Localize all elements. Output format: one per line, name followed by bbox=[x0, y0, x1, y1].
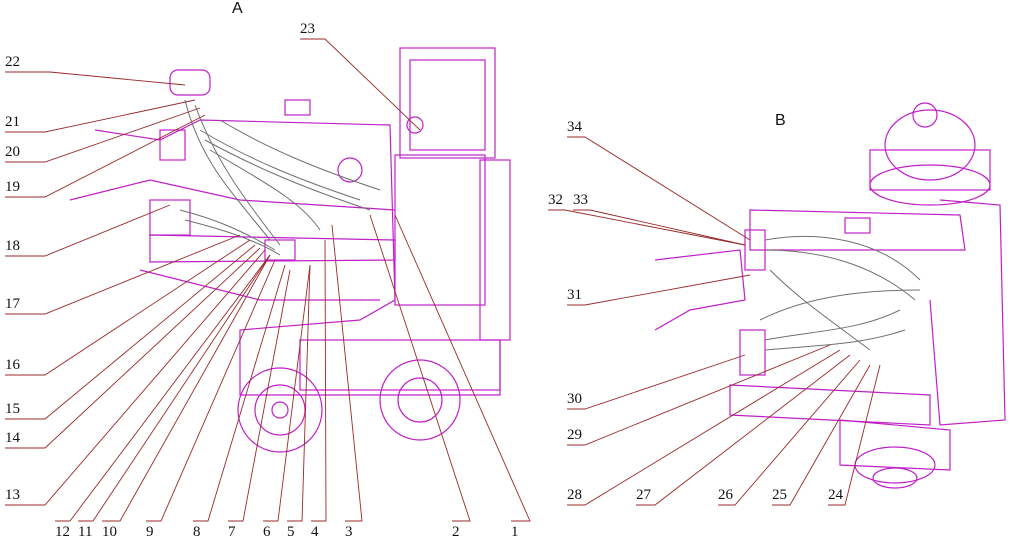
leader-line-30 bbox=[567, 354, 746, 410]
leader-line-34 bbox=[567, 136, 751, 241]
callout-label-23: 23 bbox=[300, 21, 315, 37]
leader-line-21 bbox=[5, 99, 196, 133]
callout-label-3: 3 bbox=[345, 524, 353, 540]
callout-label-30: 30 bbox=[567, 391, 582, 407]
callout-label-16: 16 bbox=[5, 357, 20, 373]
leader-line-9 bbox=[146, 259, 276, 522]
hoses-view-a bbox=[179, 99, 381, 256]
callout-label-4: 4 bbox=[311, 524, 319, 540]
callout-label-2: 2 bbox=[452, 524, 460, 540]
machine-view-a bbox=[69, 47, 511, 453]
leader-line-31 bbox=[567, 274, 751, 306]
leader-line-22 bbox=[5, 71, 186, 86]
leader-line-13 bbox=[5, 249, 266, 506]
callout-label-29: 29 bbox=[567, 427, 582, 443]
callout-label-33: 33 bbox=[573, 192, 588, 208]
callout-label-19: 19 bbox=[5, 179, 20, 195]
leader-line-11 bbox=[78, 254, 271, 522]
callout-label-17: 17 bbox=[5, 296, 20, 312]
view-label-a: A bbox=[232, 0, 243, 17]
callout-label-32: 32 bbox=[548, 192, 563, 208]
callout-label-26: 26 bbox=[718, 487, 733, 503]
hoses-view-b bbox=[759, 235, 921, 351]
leader-line-18 bbox=[5, 204, 171, 257]
leader-line-8 bbox=[193, 264, 286, 522]
callout-label-11: 11 bbox=[78, 524, 93, 540]
leader-line-16 bbox=[5, 239, 251, 376]
leader-line-33 bbox=[573, 209, 746, 246]
leader-line-20 bbox=[5, 107, 201, 163]
leader-line-1 bbox=[394, 214, 531, 522]
callout-label-22: 22 bbox=[5, 54, 20, 70]
leader-line-29 bbox=[567, 344, 831, 446]
callout-label-13: 13 bbox=[5, 487, 20, 503]
leader-line-19 bbox=[5, 114, 206, 198]
callout-label-18: 18 bbox=[5, 238, 20, 254]
callout-label-1: 1 bbox=[511, 524, 519, 540]
leader-line-7 bbox=[228, 269, 291, 522]
callout-label-7: 7 bbox=[228, 524, 236, 540]
leader-line-28 bbox=[567, 349, 841, 506]
callout-label-15: 15 bbox=[5, 401, 20, 417]
leader-line-15 bbox=[5, 244, 256, 420]
callout-label-24: 24 bbox=[828, 487, 843, 503]
leader-line-10 bbox=[102, 254, 271, 522]
leader-line-2 bbox=[369, 214, 471, 522]
leader-line-25 bbox=[772, 364, 871, 506]
leader-line-26 bbox=[718, 359, 861, 506]
callout-label-25: 25 bbox=[772, 487, 787, 503]
callout-label-34: 34 bbox=[567, 119, 582, 135]
leader-line-27 bbox=[636, 354, 851, 506]
callout-label-31: 31 bbox=[567, 287, 582, 303]
view-label-b: B bbox=[775, 112, 786, 129]
leader-line-4 bbox=[311, 239, 327, 522]
callout-label-10: 10 bbox=[102, 524, 117, 540]
leader-line-23 bbox=[300, 38, 421, 131]
callout-label-5: 5 bbox=[287, 524, 295, 540]
leader-lines bbox=[5, 38, 881, 522]
callout-label-6: 6 bbox=[263, 524, 271, 540]
callout-label-9: 9 bbox=[146, 524, 154, 540]
leader-line-12 bbox=[55, 254, 271, 522]
callout-label-12: 12 bbox=[55, 524, 70, 540]
leader-line-17 bbox=[5, 234, 241, 315]
callout-label-20: 20 bbox=[5, 144, 20, 160]
leader-line-32 bbox=[548, 209, 746, 246]
leader-line-5 bbox=[287, 264, 311, 522]
callout-label-27: 27 bbox=[636, 487, 651, 503]
leader-line-14 bbox=[5, 247, 261, 449]
leader-line-24 bbox=[828, 364, 881, 506]
callout-label-14: 14 bbox=[5, 430, 20, 446]
leader-line-6 bbox=[263, 264, 311, 522]
callout-label-21: 21 bbox=[5, 114, 20, 130]
callout-label-8: 8 bbox=[193, 524, 201, 540]
callout-label-28: 28 bbox=[567, 487, 582, 503]
leader-line-3 bbox=[331, 224, 363, 522]
